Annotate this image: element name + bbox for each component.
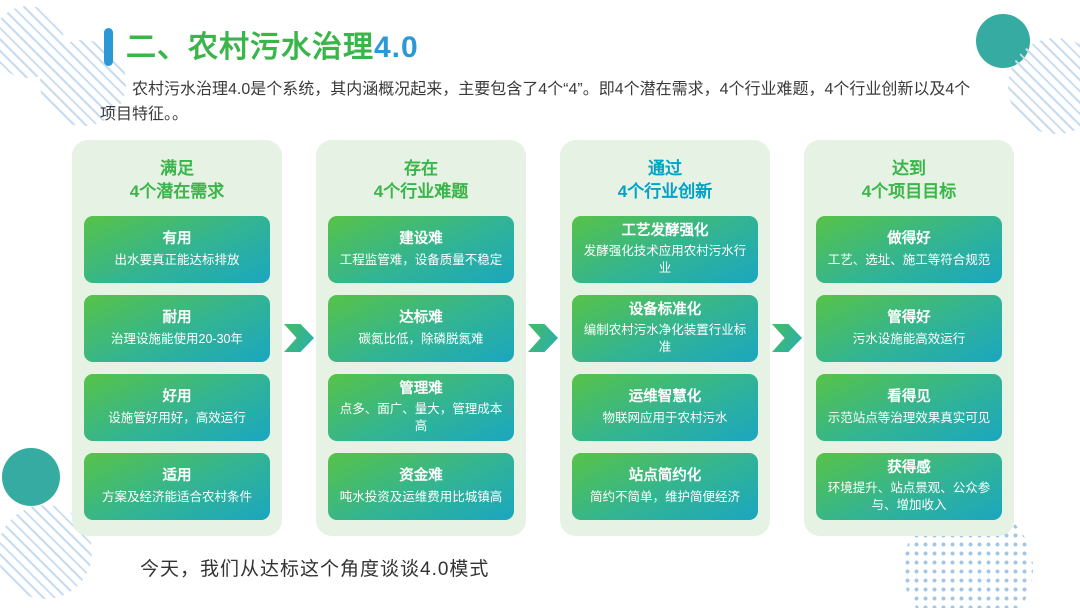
card-desc: 工程监管难，设备质量不稳定: [339, 252, 503, 267]
panel-industry-problems: 存在 4个行业难题 建设难 工程监管难，设备质量不稳定 达标难 碳氮比低，除磷脱…: [316, 140, 526, 536]
arrow-right-icon: [284, 324, 314, 352]
card: 达标难 碳氮比低，除磷脱氮难: [328, 294, 514, 362]
panel-header-line1: 通过: [648, 159, 682, 178]
card-title: 达标难: [399, 310, 443, 327]
card: 运维智慧化 物联网应用于农村污水: [572, 373, 758, 441]
panel-header-line2: 4个潜在需求: [129, 181, 225, 201]
card: 有用 出水要真正能达标排放: [84, 215, 270, 283]
panel-header-line1: 满足: [160, 159, 194, 178]
card-desc: 示范站点等治理效果真实可见: [827, 410, 991, 425]
card-list: 有用 出水要真正能达标排放 耐用 治理设施能使用20-30年 好用 设施管好用好…: [84, 215, 270, 520]
card-desc: 点多、面广、量大，管理成本高: [339, 402, 503, 434]
panel-potential-needs: 满足 4个潜在需求 有用 出水要真正能达标排放 耐用 治理设施能使用20-30年…: [72, 140, 282, 536]
panel-header: 满足 4个潜在需求: [84, 158, 270, 204]
card-desc: 物联网应用于农村污水: [602, 410, 728, 425]
card-title: 适用: [162, 468, 192, 485]
card-desc: 工艺、选址、施工等符合规范: [827, 252, 991, 267]
card-title: 资金难: [399, 468, 443, 485]
card-title: 管得好: [887, 310, 931, 327]
card: 耐用 治理设施能使用20-30年: [84, 294, 270, 362]
card-title: 耐用: [162, 310, 192, 327]
card: 做得好 工艺、选址、施工等符合规范: [816, 215, 1002, 283]
hatched-circle-top-right: [1008, 38, 1080, 134]
panel-header: 存在 4个行业难题: [328, 158, 514, 204]
intro-paragraph: 农村污水治理4.0是个系统，其内涵概况起来，主要包含了4个“4”。即4个潜在需求…: [100, 81, 971, 123]
card-title: 设备标准化: [628, 301, 702, 318]
card: 看得见 示范站点等治理效果真实可见: [816, 373, 1002, 441]
teal-circle-bottom-left: [2, 448, 60, 506]
card-list: 做得好 工艺、选址、施工等符合规范 管得好 污水设施能高效运行 看得见 示范站点…: [816, 215, 1002, 520]
arrow-right-icon: [772, 324, 802, 352]
page-title-version: 4.0: [374, 30, 419, 64]
card: 资金难 吨水投资及运维费用比城镇高: [328, 452, 514, 520]
card-title: 站点简约化: [628, 468, 702, 485]
card: 站点简约化 简约不简单，维护简便经济: [572, 452, 758, 520]
card: 适用 方案及经济能适合农村条件: [84, 452, 270, 520]
panel-header: 通过 4个行业创新: [572, 158, 758, 204]
card-desc: 吨水投资及运维费用比城镇高: [339, 489, 503, 504]
card-title: 有用: [162, 231, 192, 248]
card-title: 获得感: [887, 460, 931, 477]
card: 工艺发酵强化 发酵强化技术应用农村污水行业: [572, 215, 758, 283]
page-title-text: 二、农村污水治理: [126, 30, 374, 64]
card-title: 做得好: [887, 231, 931, 248]
card: 建设难 工程监管难，设备质量不稳定: [328, 215, 514, 283]
page-title: 二、农村污水治理4.0: [126, 31, 419, 64]
card-title: 运维智慧化: [628, 389, 702, 406]
card-desc: 发酵强化技术应用农村污水行业: [583, 244, 747, 275]
card-list: 工艺发酵强化 发酵强化技术应用农村污水行业 设备标准化 编制农村污水净化装置行业…: [572, 215, 758, 520]
card-desc: 方案及经济能适合农村条件: [101, 489, 252, 504]
slide-header: 二、农村污水治理4.0: [104, 28, 419, 66]
card-title: 工艺发酵强化: [621, 222, 709, 239]
card-desc: 污水设施能高效运行: [852, 331, 966, 346]
card-desc: 简约不简单，维护简便经济: [589, 489, 740, 504]
footer-note: 今天，我们从达标这个角度谈谈4.0模式: [140, 559, 490, 580]
panel-header-line1: 达到: [892, 159, 926, 178]
card: 管理难 点多、面广、量大，管理成本高: [328, 373, 514, 441]
panel-header-line2: 4个行业创新: [617, 181, 713, 201]
card: 设备标准化 编制农村污水净化装置行业标准: [572, 294, 758, 362]
card-desc: 环境提升、站点景观、公众参与、增加收入: [827, 481, 991, 513]
card-desc: 设施管好用好，高效运行: [108, 410, 246, 425]
panel-header-line1: 存在: [404, 159, 438, 178]
card-desc: 编制农村污水净化装置行业标准: [583, 323, 747, 354]
card-title: 管理难: [399, 381, 443, 398]
card-list: 建设难 工程监管难，设备质量不稳定 达标难 碳氮比低，除磷脱氮难 管理难 点多、…: [328, 215, 514, 520]
panel-industry-innovations: 通过 4个行业创新 工艺发酵强化 发酵强化技术应用农村污水行业 设备标准化 编制…: [560, 140, 770, 536]
card: 获得感 环境提升、站点景观、公众参与、增加收入: [816, 452, 1002, 520]
card-desc: 碳氮比低，除磷脱氮难: [358, 331, 484, 346]
columns-row: 满足 4个潜在需求 有用 出水要真正能达标排放 耐用 治理设施能使用20-30年…: [72, 140, 1014, 536]
panel-header: 达到 4个项目目标: [816, 158, 1002, 204]
card-desc: 出水要真正能达标排放: [114, 252, 240, 267]
panel-header-line2: 4个行业难题: [373, 181, 469, 201]
card: 好用 设施管好用好，高效运行: [84, 373, 270, 441]
card-desc: 治理设施能使用20-30年: [111, 331, 243, 346]
arrow-right-icon: [528, 324, 558, 352]
card-title: 建设难: [399, 231, 443, 248]
panel-project-goals: 达到 4个项目目标 做得好 工艺、选址、施工等符合规范 管得好 污水设施能高效运…: [804, 140, 1014, 536]
card-title: 好用: [162, 389, 192, 406]
card: 管得好 污水设施能高效运行: [816, 294, 1002, 362]
title-accent-bar: [104, 28, 113, 66]
panel-header-line2: 4个项目目标: [861, 181, 957, 201]
card-title: 看得见: [887, 389, 931, 406]
